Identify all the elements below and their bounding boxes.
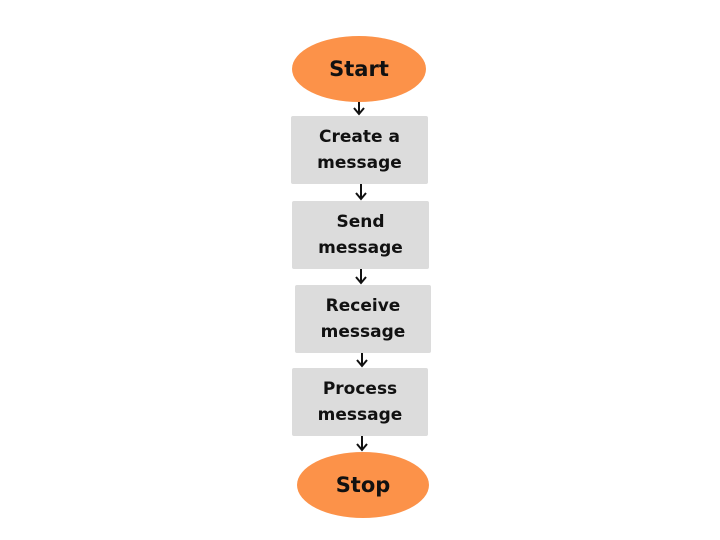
arrow-process-to-stop: [356, 436, 368, 452]
step-receive-message: Receive message: [295, 285, 431, 353]
step-create-message: Create a message: [291, 116, 428, 184]
arrow-send-to-receive: [355, 269, 367, 285]
start-terminal: Start: [292, 36, 426, 102]
arrow-receive-to-process: [356, 353, 368, 368]
step-create-message-label: Create a message: [317, 127, 402, 173]
start-label: Start: [329, 57, 389, 81]
step-send-message-label: Send message: [318, 212, 403, 258]
step-receive-message-label: Receive message: [320, 296, 406, 342]
step-process-message: Process message: [292, 368, 428, 436]
step-send-message: Send message: [292, 201, 429, 269]
arrow-start-to-create: [353, 102, 365, 116]
stop-terminal: Stop: [297, 452, 429, 518]
step-process-message-label: Process message: [317, 379, 403, 425]
arrow-create-to-send: [355, 184, 367, 201]
stop-label: Stop: [335, 473, 391, 497]
